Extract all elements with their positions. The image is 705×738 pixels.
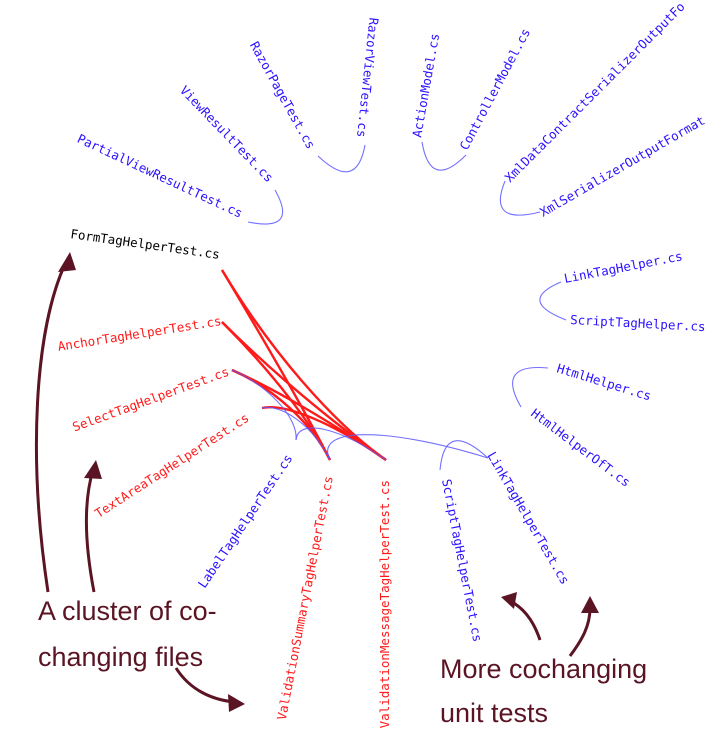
file-label-linktaghelpertest-cs: LinkTagHelperTest.cs [484,449,572,587]
arrow-head-form [58,252,76,272]
weak-edge-f09-f06 [327,434,489,461]
cluster-callout-line1: A cluster of co- [38,596,217,626]
cochange-edge-f04-f07 [261,406,387,461]
tests-callout-line2: unit tests [440,698,548,728]
arrow-head-validation [228,694,245,712]
arrow-shaft-link-test [568,607,592,657]
weak-edge-f20-f21 [247,189,284,225]
file-label-labeltaghelpertest-cs: LabelTagHelperTest.cs [195,451,296,590]
file-label-viewresulttest-cs: ViewResultTest.cs [177,83,277,185]
arrow-head-select [84,460,102,479]
file-label-xmldatacontractserializeroutputfo: XmlDataContractSerializerOutputFo [502,0,688,185]
cluster-callout-line2: changing files [38,642,203,672]
weak-edge-f05-f07 [295,427,387,461]
tests-callout-line1: More cochanging [440,654,647,684]
weak-edge-f14-f15 [499,180,541,216]
edge-layer [220,141,567,471]
cochange-edge-f03-f07 [231,368,387,461]
arrow-shaft-validation [174,667,236,704]
file-label-scripttaghelpertest-cs: ScriptTagHelperTest.cs [439,478,485,643]
weak-edge-f12-f13 [539,281,567,321]
weak-edge-f16-f17 [421,141,467,171]
file-label-actionmodel-cs: ActionModel.cs [409,32,442,138]
weak-edge-f10-f11 [512,366,549,408]
cochange-edge-f02-f07 [221,321,387,461]
annotation-layer: A cluster of co- changing files More coc… [34,252,647,728]
arrow-shaft-script-test [509,599,542,641]
weak-edge-f03-f05 [231,369,297,441]
file-label-razorviewtest-cs: RazorViewTest.cs [354,17,382,138]
file-label-validationmessagetaghelpertest-cs: ValidationMessageTagHelperTest.cs [377,480,392,728]
file-label-controllermodel-cs: ControllerModel.cs [456,26,533,153]
file-label-formtaghelpertest-cs: FormTagHelperTest.cs [70,226,221,262]
file-label-htmlhelperoft-cs: HtmlHelperOfT.cs [528,405,633,489]
file-label-htmlhelper-cs: HtmlHelper.cs [555,361,653,404]
arrow-shaft-form [34,261,68,593]
arrow-head-link-test [581,596,599,613]
file-label-scripttaghelper-cs: ScriptTagHelper.cs [570,312,705,334]
file-label-validationsummarytaghelpertest-cs: ValidationSummaryTagHelperTest.cs [274,475,336,722]
file-label-partialviewresulttest-cs: PartialViewResultTest.cs [75,131,245,221]
arrow-shaft-select [84,469,96,593]
file-label-razorpagetest-cs: RazorPageTest.cs [247,39,319,152]
weak-edge-f08-f09 [439,440,489,471]
file-label-textareataghelpertest-cs: TextAreaTagHelperTest.cs [92,410,252,521]
cochange-edge-f01-f07 [220,269,387,461]
arrow-head-script-test [501,592,517,609]
file-label-anchortaghelpertest-cs: AnchorTagHelperTest.cs [57,313,223,354]
weak-edge-f18-f19 [317,144,366,173]
file-label-selecttaghelpertest-cs: SelectTagHelperTest.cs [70,364,231,435]
file-label-linktaghelper-cs: LinkTagHelper.cs [563,248,684,286]
weak-edge-f04-f06 [261,406,331,461]
